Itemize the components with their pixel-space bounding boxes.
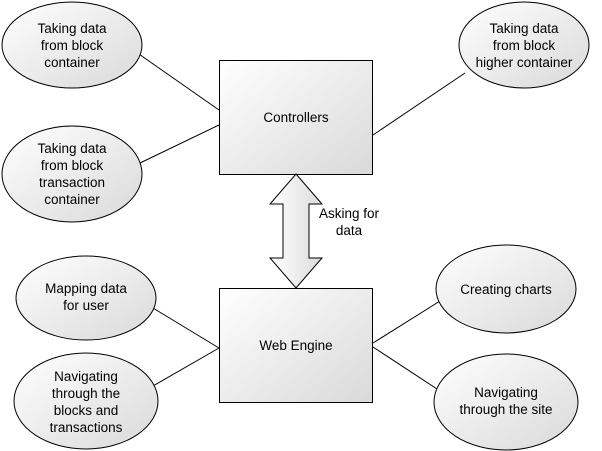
connector-transaction-container-to-controllers	[139, 124, 220, 164]
connector-creating-charts-to-web-engine	[372, 300, 441, 344]
double-arrow-icon	[268, 173, 324, 289]
ellipse-creating-charts-label: Creating charts	[460, 281, 552, 297]
ellipse-navigating-site-label: Navigating through the site	[459, 385, 553, 417]
ellipse-mapping-data	[15, 255, 157, 341]
ellipse-block-higher-container-label: Taking data from block higher container	[475, 20, 573, 70]
connector-block-container-to-controllers	[135, 51, 220, 111]
controllers-box-label: Controllers	[263, 110, 329, 125]
connector-navigating-blocks-to-web-engine	[145, 347, 220, 391]
ellipse-mapping-data-label: Mapping data for user	[45, 281, 127, 313]
ellipse-block-transaction-container	[1, 125, 143, 223]
controllers-box	[219, 60, 373, 175]
ellipse-block-transaction-container-label: Taking data from block transaction conta…	[37, 141, 107, 207]
ellipse-block-higher-container	[458, 1, 590, 89]
connector-navigating-site-to-web-engine	[372, 346, 438, 390]
web-engine-box	[219, 288, 373, 403]
ellipse-block-container	[1, 1, 143, 89]
ellipse-block-container-label: Taking data from block container	[37, 20, 107, 70]
connector-mapping-data-to-web-engine	[147, 304, 220, 349]
connector-higher-container-to-controllers	[372, 72, 466, 136]
ellipse-creating-charts	[435, 244, 577, 334]
web-engine-box-label: Web Engine	[259, 338, 333, 353]
ellipse-navigating-blocks	[13, 352, 159, 450]
ellipse-navigating-site	[433, 353, 579, 451]
ellipse-navigating-blocks-label: Navigating through the blocks and transa…	[49, 369, 123, 435]
arrow-label: Asking for data	[318, 206, 380, 238]
